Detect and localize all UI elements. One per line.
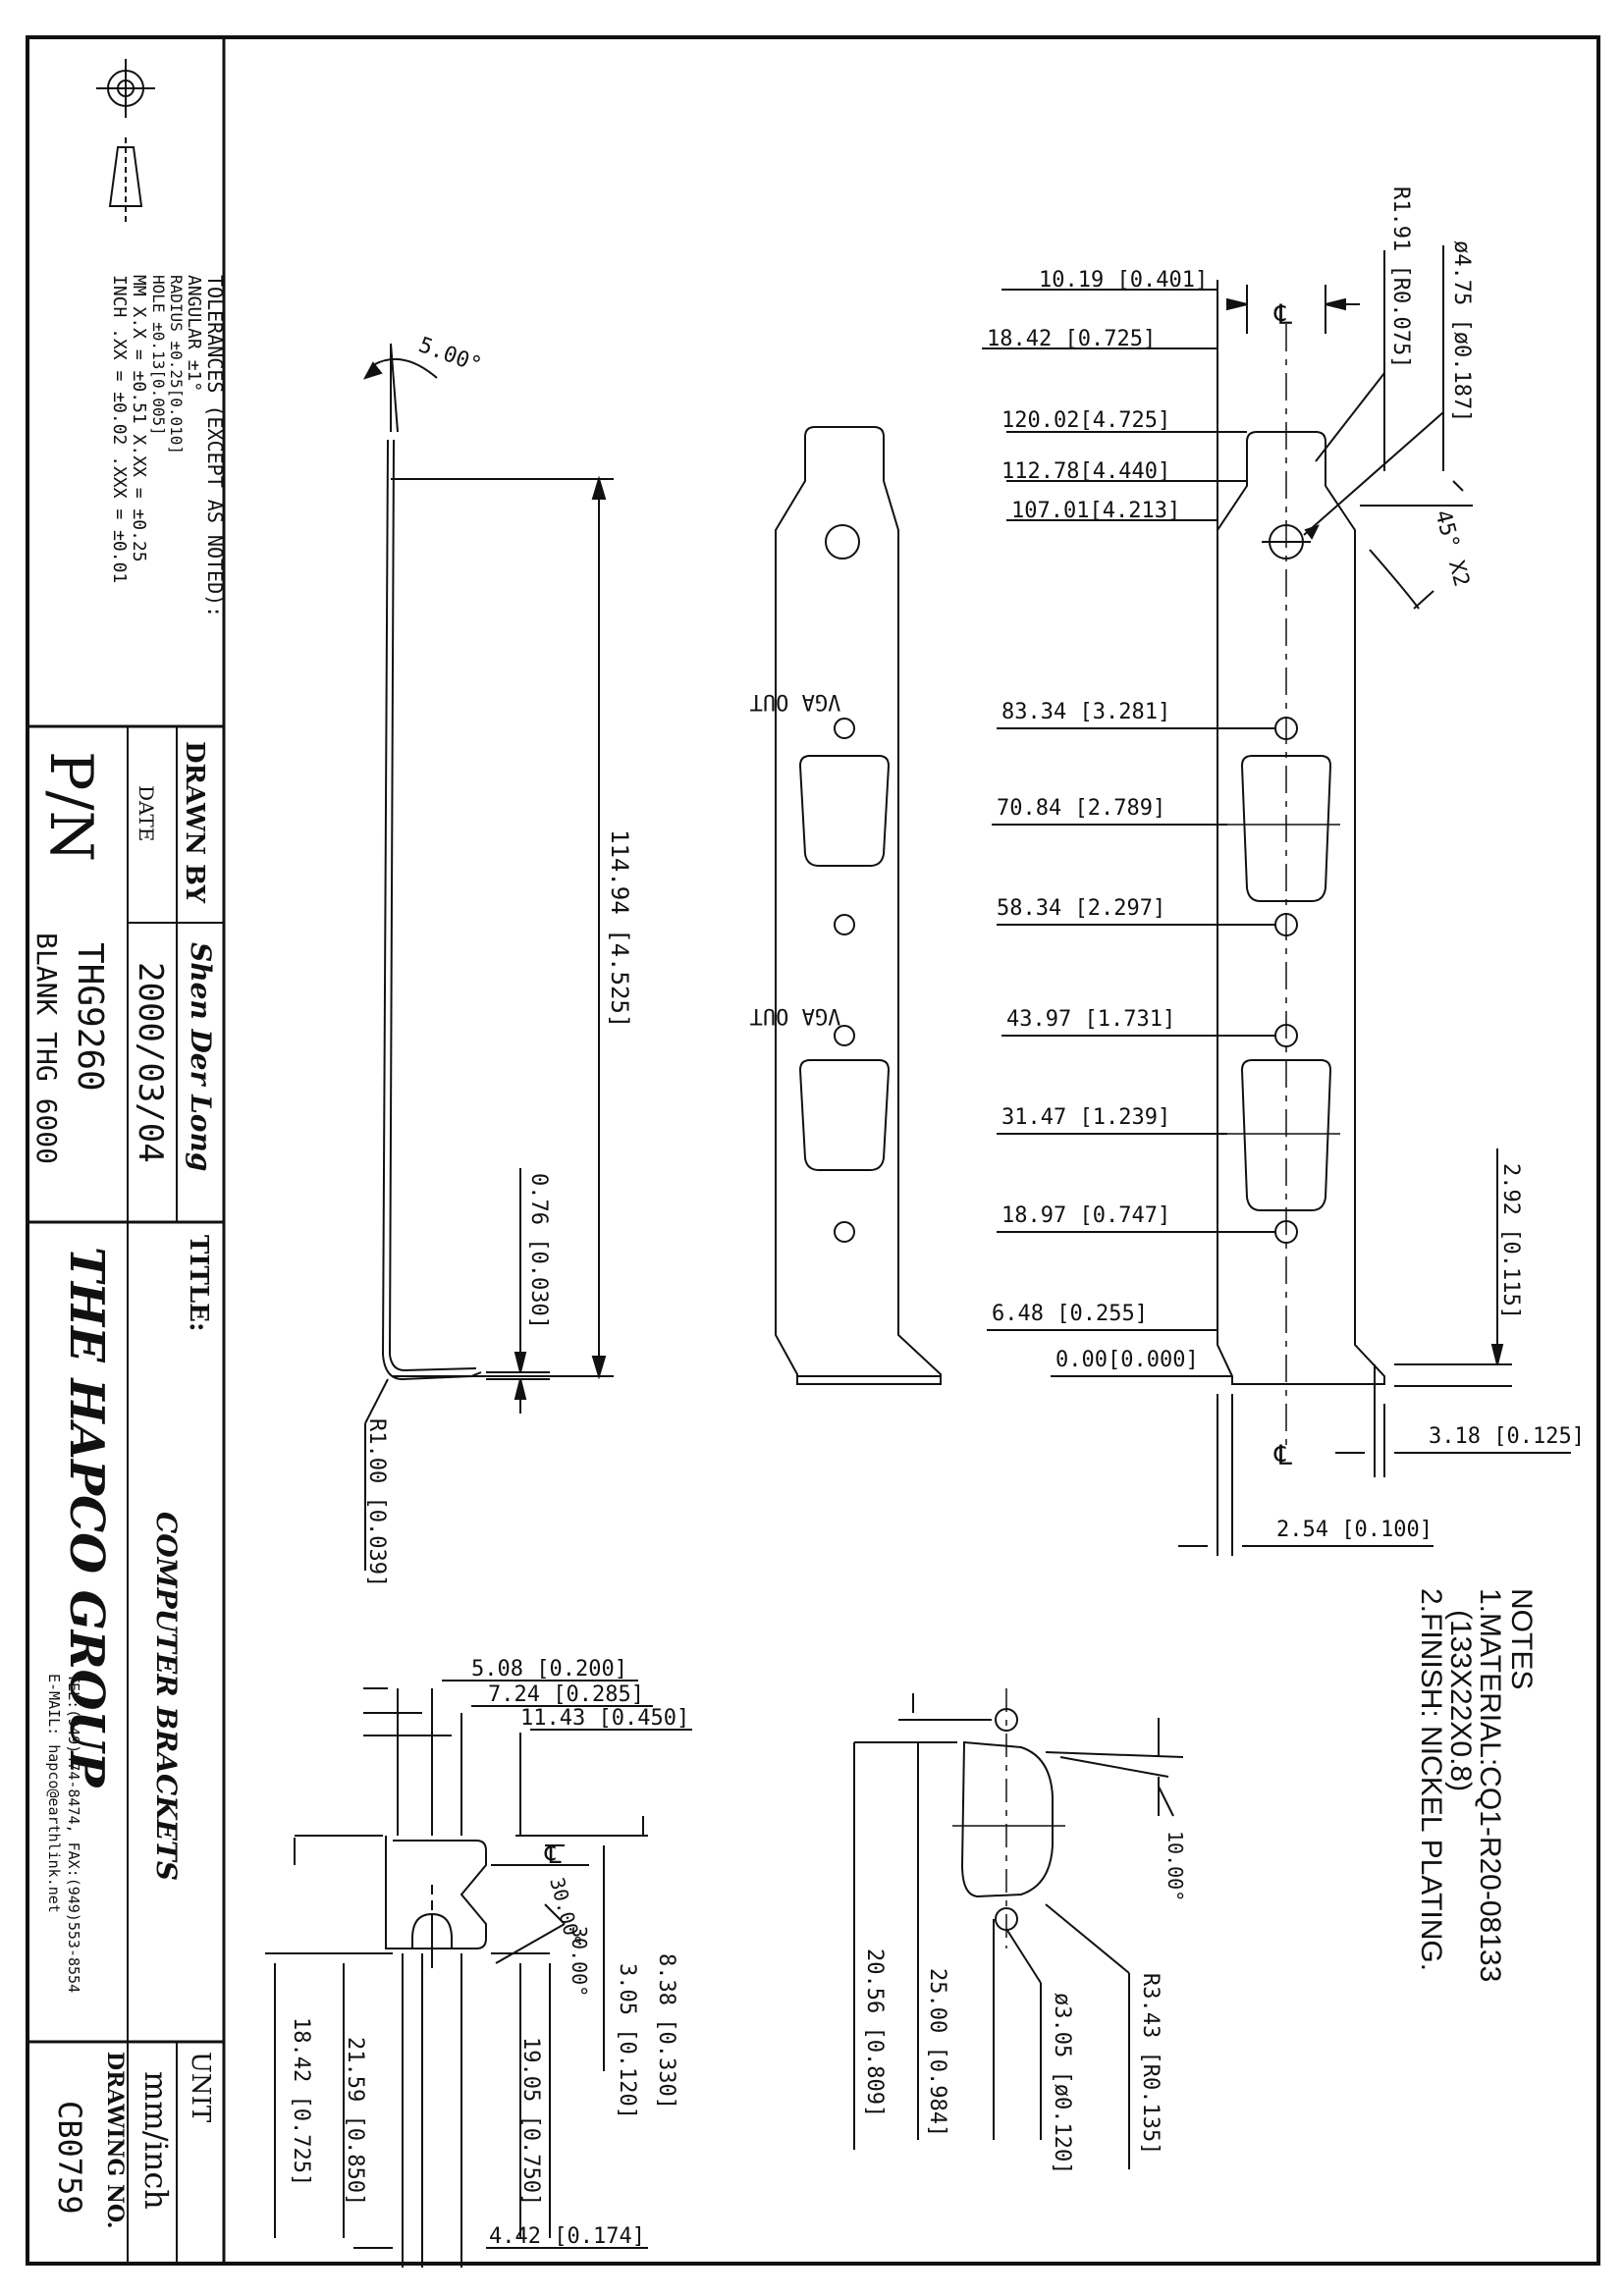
tab-dim-21-59: 21.59 [0.850] bbox=[343, 2037, 367, 2206]
tab-dim-8-38: 8.38 [0.330] bbox=[654, 1953, 678, 2109]
date-value: 2000/03/04 bbox=[131, 962, 170, 1163]
dim-r1-91: R1.91 [R0.075] bbox=[1388, 187, 1413, 368]
conn-dia-3-05: ø3.05 [ø0.120] bbox=[1050, 1993, 1074, 2174]
vga-out-label-2: VGA OUT bbox=[750, 1003, 841, 1028]
detail-connector-view: 10.00° R3.43 [R0.135] ø3.05 [ø0.120] 25.… bbox=[853, 1688, 1187, 2174]
dim-2-92: 2.92 [0.115] bbox=[1498, 1163, 1523, 1319]
company-tel: TEL:(949)474-8474, FAX:(949)553-8554 bbox=[65, 1674, 82, 1993]
company-name: THE HAPCO GROUP bbox=[59, 1247, 114, 1789]
drawn-by-value: Shen Der Long bbox=[185, 942, 217, 1171]
notes-header: NOTES bbox=[1505, 1588, 1538, 1689]
side-view: 5.00° 114.94 [4.525] 0.76 [0.030] R1.00 … bbox=[362, 333, 633, 1587]
tolerance-hole: HOLE ±0.13[0.005] bbox=[149, 275, 168, 436]
date-label: DATE bbox=[135, 785, 158, 841]
conn-dim-25-00: 25.00 [0.984] bbox=[925, 1968, 949, 2137]
dim-120-02: 120.02[4.725] bbox=[1001, 408, 1170, 433]
tolerances-header: TOLERANCES (EXCEPT AS NOTED): bbox=[203, 275, 227, 617]
conn-dim-20-56: 20.56 [0.809] bbox=[862, 1949, 887, 2117]
notes: NOTES 1.MATERIAL:CQ1-R20-08133 (133X22X0… bbox=[1415, 1588, 1538, 1982]
projection-symbol-icon bbox=[96, 59, 155, 226]
tolerance-mm: MM X.X = ±0.51 X.XX = ±0.25 bbox=[129, 275, 149, 562]
side-angle-label: 5.00° bbox=[415, 333, 485, 378]
front-view: VGA OUT VGA OUT bbox=[750, 426, 942, 1385]
unit-value: mm/inch bbox=[137, 2071, 175, 2210]
dim-3-18: 3.18 [0.125] bbox=[1429, 1424, 1585, 1449]
dim-70-84: 70.84 [2.789] bbox=[997, 796, 1165, 821]
dim-18-42: 18.42 [0.725] bbox=[987, 327, 1156, 351]
dimensioned-view: 10.19 [0.401] 18.42 [0.725] 120.02[4.725… bbox=[982, 187, 1585, 1556]
pn-label: P/N bbox=[36, 751, 105, 862]
tab-dim-7-24: 7.24 [0.285] bbox=[488, 1682, 644, 1707]
side-thickness-label: 0.76 [0.030] bbox=[526, 1173, 551, 1329]
centerline-symbol-bottom: ℄ bbox=[1273, 1439, 1292, 1471]
note-2: 2.FINISH: NICKEL PLATING. bbox=[1415, 1588, 1447, 1971]
centerline-symbol-top: ℄ bbox=[1273, 298, 1292, 331]
unit-label: UNIT bbox=[186, 2052, 215, 2123]
tolerance-angular: ANGULAR ±1° bbox=[184, 275, 204, 392]
drawing-no-label: DRAWING NO. bbox=[102, 2052, 128, 2229]
pn-blank: BLANK THG 6000 bbox=[30, 933, 63, 1164]
tolerance-radius: RADIUS ±0.25[0.010] bbox=[167, 275, 186, 454]
tab-dim-19-05: 19.05 [0.750] bbox=[518, 2037, 543, 2206]
dim-0-00: 0.00[0.000] bbox=[1055, 1348, 1199, 1372]
dim-58-34: 58.34 [2.297] bbox=[997, 896, 1165, 921]
tolerance-inch: INCH .XX = ±0.02 .XXX = ±0.01 bbox=[109, 275, 130, 583]
dim-45-x2: 45° X2 bbox=[1430, 507, 1474, 589]
sheet-border bbox=[26, 35, 1600, 2266]
detail-tab-view: 5.08 [0.200] 7.24 [0.285] 11.43 [0.450] … bbox=[265, 1657, 692, 2268]
drawing-no-value: CB0759 bbox=[51, 2101, 88, 2215]
dim-112-78: 112.78[4.440] bbox=[1001, 459, 1170, 484]
tab-dim-3-05: 3.05 [0.120] bbox=[615, 1963, 639, 2119]
dim-dia-4-75: ø4.75 [ø0.187] bbox=[1449, 240, 1474, 422]
tab-dim-11-43: 11.43 [0.450] bbox=[520, 1706, 689, 1731]
side-height-label: 114.94 [4.525] bbox=[606, 829, 633, 1028]
dim-6-48: 6.48 [0.255] bbox=[992, 1302, 1148, 1326]
conn-radius-3-43: R3.43 [R0.135] bbox=[1138, 1973, 1163, 2155]
company-email: E-MAIL: hapco@earthlink.net bbox=[45, 1674, 63, 1913]
title-value: COMPUTER BRACKETS bbox=[150, 1512, 183, 1881]
tab-dim-18-42: 18.42 [0.725] bbox=[289, 2017, 313, 2186]
dim-31-47: 31.47 [1.239] bbox=[1001, 1105, 1170, 1130]
mount-hole bbox=[825, 524, 860, 560]
title-label: TITLE: bbox=[184, 1235, 213, 1332]
note-1: 1.MATERIAL:CQ1-R20-08133 bbox=[1474, 1588, 1506, 1982]
dim-43-97: 43.97 [1.731] bbox=[1006, 1007, 1175, 1032]
title-block: TOLERANCES (EXCEPT AS NOTED): ANGULAR ±1… bbox=[27, 37, 227, 2264]
dim-2-54: 2.54 [0.100] bbox=[1276, 1518, 1433, 1542]
note-1b: (133X22X0.8) bbox=[1444, 1610, 1477, 1791]
dim-18-97: 18.97 [0.747] bbox=[1001, 1203, 1170, 1228]
tab-centerline-symbol: ℄ bbox=[544, 1841, 562, 1870]
pn-value: THG9260 bbox=[70, 942, 110, 1092]
vga-out-label-1: VGA OUT bbox=[750, 689, 841, 714]
dim-83-34: 83.34 [3.281] bbox=[1001, 700, 1170, 724]
side-radius-label: R1.00 [0.039] bbox=[364, 1418, 389, 1587]
conn-angle-10: 10.00° bbox=[1163, 1831, 1187, 1901]
dim-10-19: 10.19 [0.401] bbox=[1039, 268, 1208, 293]
tab-angle-30-b: 30.00° bbox=[568, 1926, 591, 1997]
tab-dim-5-08: 5.08 [0.200] bbox=[471, 1657, 627, 1682]
drawn-by-label: DRAWN BY bbox=[180, 741, 209, 904]
tab-dim-4-42: 4.42 [0.174] bbox=[489, 2224, 645, 2249]
dim-107-01: 107.01[4.213] bbox=[1011, 499, 1180, 523]
